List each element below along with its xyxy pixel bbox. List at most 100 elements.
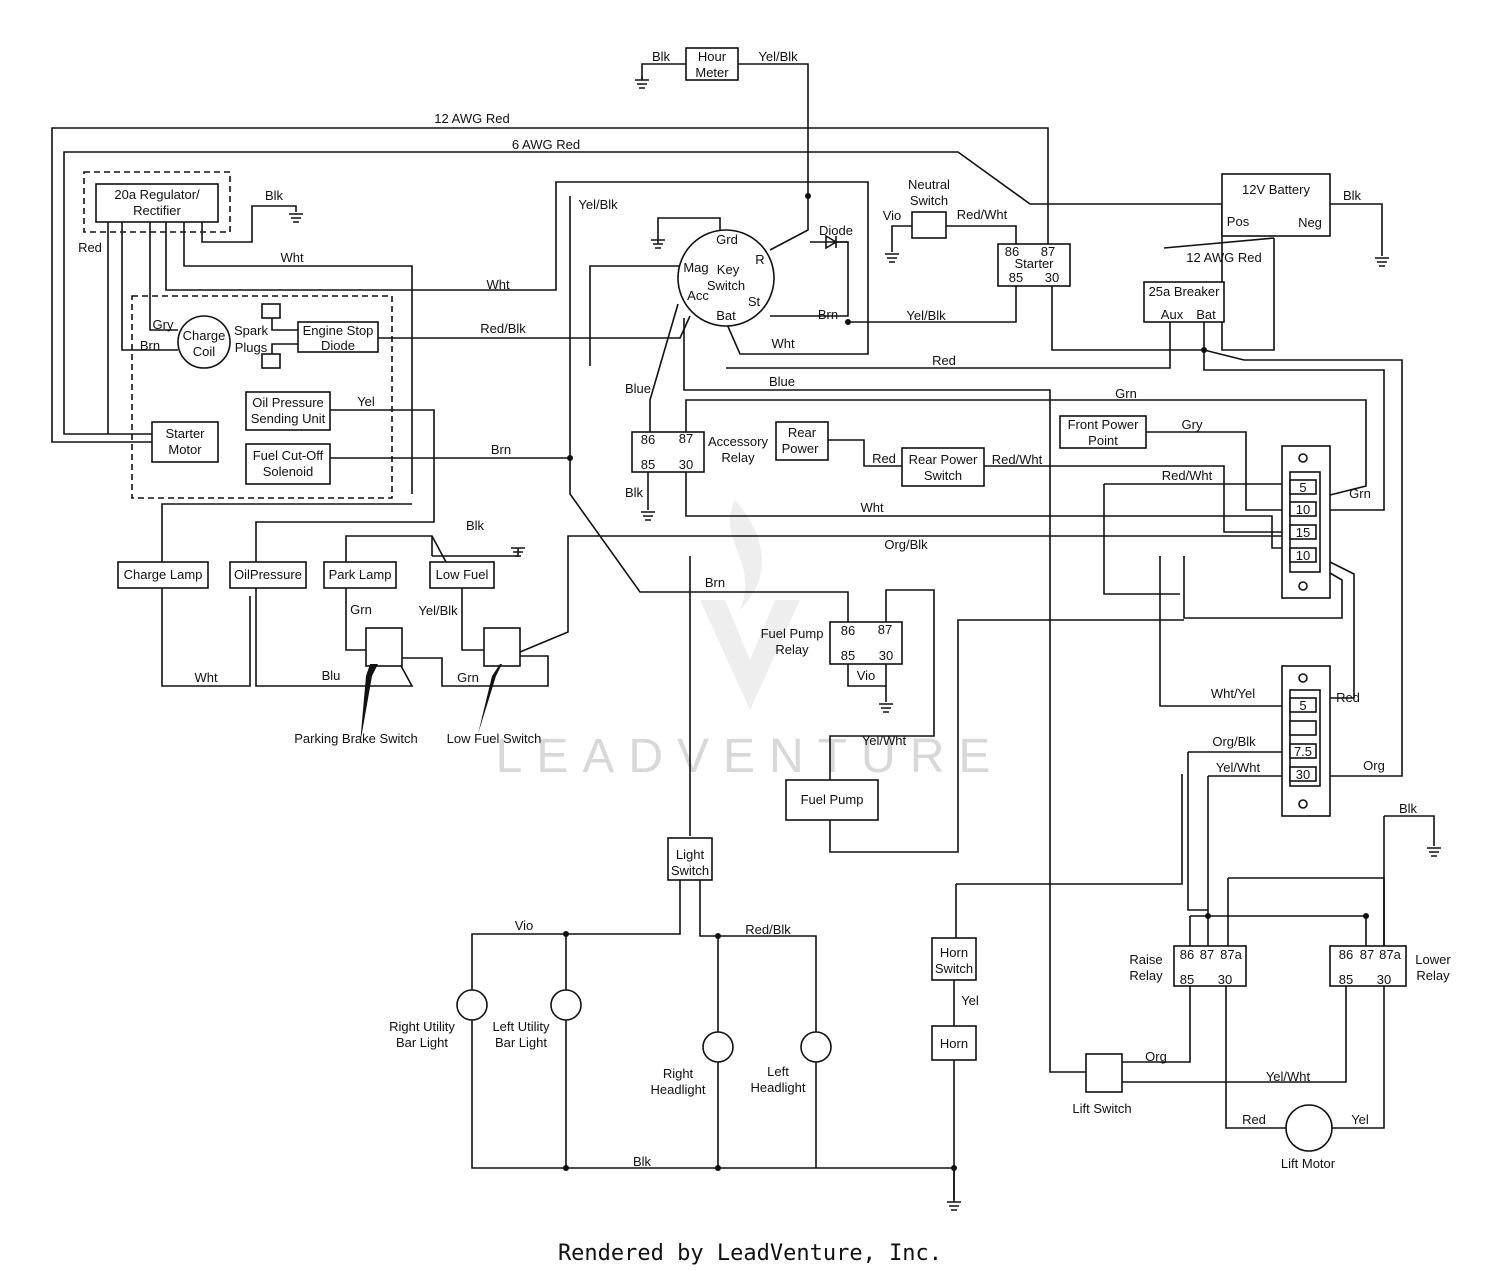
footer-credit: Rendered by LeadVenture, Inc. [558, 1241, 942, 1266]
svg-text:Neutral: Neutral [908, 177, 950, 192]
svg-text:Blk: Blk [1343, 188, 1362, 203]
rear-power-switch: Rear Power Switch [901, 447, 985, 487]
svg-text:10: 10 [1296, 502, 1310, 517]
watermark-text: LEADVENTURE [496, 730, 1005, 783]
ground-symbols [289, 76, 1441, 1211]
svg-text:Engine Stop: Engine Stop [303, 323, 374, 338]
svg-text:Left Utility: Left Utility [492, 1019, 550, 1034]
svg-text:Wht: Wht [860, 500, 884, 515]
svg-text:Yel/Wht: Yel/Wht [1216, 760, 1261, 775]
svg-text:Lift Motor: Lift Motor [1281, 1156, 1336, 1171]
svg-text:Point: Point [1088, 433, 1118, 448]
svg-text:Front Power: Front Power [1068, 417, 1139, 432]
horn: Horn [931, 1025, 977, 1061]
svg-text:87a: 87a [1379, 947, 1401, 962]
svg-text:Org/Blk: Org/Blk [884, 537, 928, 552]
svg-text:Switch: Switch [910, 193, 948, 208]
svg-text:Red: Red [872, 451, 896, 466]
svg-text:Starter: Starter [1014, 256, 1054, 271]
svg-text:Switch: Switch [671, 863, 709, 878]
starter-motor: Starter Motor [151, 421, 219, 463]
svg-text:Yel: Yel [1351, 1112, 1369, 1127]
diode: Diode [819, 223, 853, 250]
svg-text:Horn: Horn [940, 1036, 968, 1051]
svg-text:Vio: Vio [883, 208, 902, 223]
svg-text:Spark: Spark [234, 323, 268, 338]
svg-text:Low Fuel Switch: Low Fuel Switch [447, 731, 542, 746]
svg-text:5: 5 [1299, 480, 1306, 495]
svg-text:Grn: Grn [1115, 386, 1137, 401]
ground-icon [651, 239, 665, 249]
svg-text:Wht/Yel: Wht/Yel [1211, 686, 1255, 701]
svg-text:Charge Lamp: Charge Lamp [124, 567, 203, 582]
fuel-pump: Fuel Pump [785, 779, 879, 821]
svg-text:Horn: Horn [940, 945, 968, 960]
ground-icon [511, 547, 525, 557]
horn-switch: Horn Switch [931, 937, 977, 981]
svg-text:Wht: Wht [771, 336, 795, 351]
svg-text:Red: Red [1336, 690, 1360, 705]
svg-text:Grd: Grd [716, 232, 738, 247]
svg-text:Rectifier: Rectifier [133, 203, 181, 218]
svg-text:Blue: Blue [769, 374, 795, 389]
svg-text:Red/Blk: Red/Blk [480, 321, 526, 336]
svg-text:87: 87 [1041, 244, 1055, 259]
svg-text:Switch: Switch [935, 961, 973, 976]
svg-text:Light: Light [676, 847, 705, 862]
svg-text:Plugs: Plugs [235, 340, 268, 355]
svg-text:30: 30 [679, 457, 693, 472]
lower-relay: 86 87 87a 85 30 Lower Relay [1329, 945, 1451, 987]
svg-text:Grn: Grn [350, 602, 372, 617]
svg-text:Blk: Blk [1399, 801, 1418, 816]
hour-meter: Hour Meter [685, 47, 739, 81]
rear-power: Rear Power [775, 421, 829, 461]
light-switch: Light Switch [667, 837, 713, 881]
svg-text:Aux: Aux [1161, 307, 1184, 322]
svg-text:Switch: Switch [707, 278, 745, 293]
svg-text:Parking Brake Switch: Parking Brake Switch [294, 731, 418, 746]
svg-text:Accessory: Accessory [708, 434, 768, 449]
svg-text:Yel/Wht: Yel/Wht [862, 733, 907, 748]
svg-text:87: 87 [1200, 947, 1214, 962]
svg-text:85: 85 [1009, 270, 1023, 285]
svg-text:Blk: Blk [625, 485, 644, 500]
svg-text:Bat: Bat [1196, 307, 1216, 322]
svg-text:Bar Light: Bar Light [396, 1035, 448, 1050]
svg-text:Lower: Lower [1415, 952, 1451, 967]
svg-text:Bat: Bat [716, 308, 736, 323]
wire-labels: Blk Yel/Blk 12 AWG Red 6 AWG Red Blk Red… [78, 49, 1417, 1169]
svg-text:87: 87 [1360, 947, 1374, 962]
oil-pressure-lamp: OilPressure [229, 561, 307, 589]
svg-text:Charge: Charge [183, 328, 226, 343]
fuel-cutoff-solenoid: Fuel Cut-Off Solenoid [245, 443, 331, 485]
svg-text:Yel/Blk: Yel/Blk [578, 197, 618, 212]
svg-text:Rear Power: Rear Power [909, 452, 978, 467]
low-fuel-switch: Low Fuel Switch [447, 627, 542, 746]
svg-text:Brn: Brn [705, 575, 725, 590]
svg-text:Org: Org [1145, 1049, 1167, 1064]
svg-text:Gry: Gry [1182, 417, 1203, 432]
svg-text:Lift Switch: Lift Switch [1072, 1101, 1131, 1116]
svg-text:Red: Red [1242, 1112, 1266, 1127]
fuse-block-1: 5 10 15 10 [1281, 445, 1331, 599]
svg-text:Fuel Pump: Fuel Pump [801, 792, 864, 807]
svg-text:Org/Blk: Org/Blk [1212, 734, 1256, 749]
svg-text:Motor: Motor [168, 442, 202, 457]
svg-text:Red: Red [78, 240, 102, 255]
svg-text:Blu: Blu [322, 668, 341, 683]
svg-text:Relay: Relay [721, 450, 755, 465]
svg-text:Headlight: Headlight [751, 1080, 806, 1095]
svg-text:Diode: Diode [321, 338, 355, 353]
svg-text:5: 5 [1299, 698, 1306, 713]
svg-text:Switch: Switch [924, 468, 962, 483]
svg-text:30: 30 [1377, 972, 1391, 987]
svg-text:85: 85 [1180, 972, 1194, 987]
svg-text:Brn: Brn [491, 442, 511, 457]
raise-relay: 86 87 87a 85 30 Raise Relay [1129, 945, 1247, 987]
neutral-switch: Neutral Switch [908, 177, 950, 239]
svg-text:Headlight: Headlight [651, 1082, 706, 1097]
right-utility-bar-light: Right Utility Bar Light [389, 989, 488, 1050]
svg-text:30: 30 [1296, 767, 1310, 782]
right-headlight: Right Headlight [651, 1031, 734, 1097]
